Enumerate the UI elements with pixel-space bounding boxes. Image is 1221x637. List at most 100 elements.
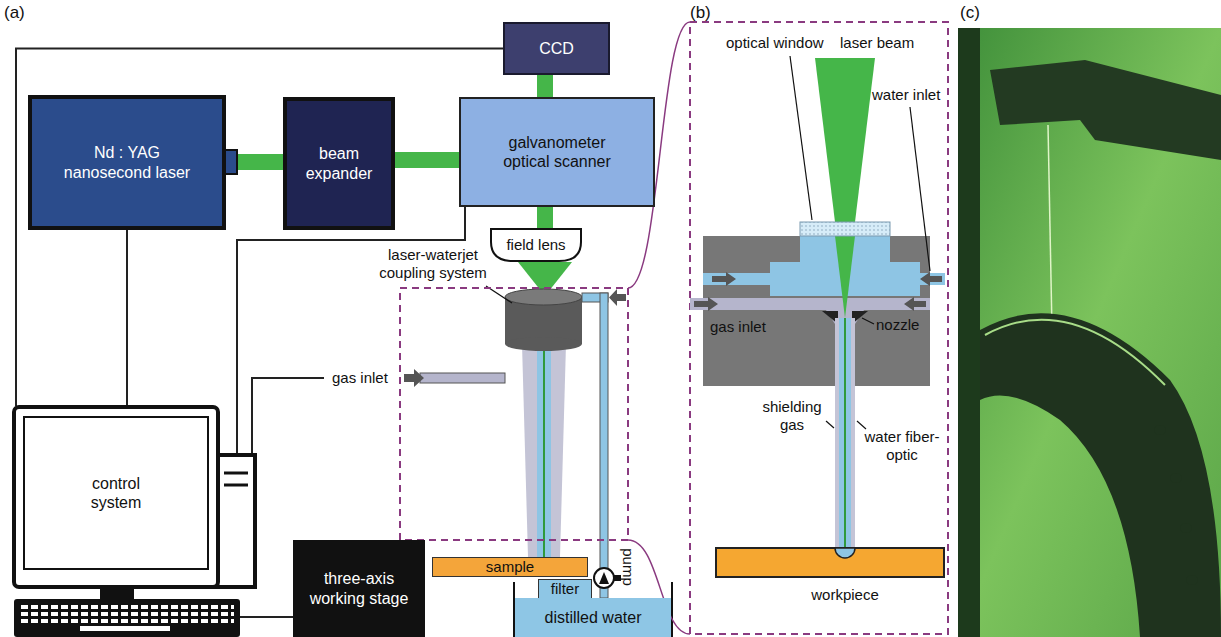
text-holder: control system [26, 419, 206, 567]
water-jet [537, 344, 551, 557]
water-jet [835, 318, 855, 548]
signal-wire [16, 49, 503, 407]
text-holder: distilled water [545, 608, 642, 627]
photo [958, 28, 980, 637]
photo [1048, 125, 1052, 330]
flow-arrow [712, 272, 736, 286]
photo [1170, 473, 1182, 483]
part-label: gas inlet [710, 318, 766, 336]
leader-line [857, 421, 866, 429]
photo [990, 60, 1221, 160]
text-holder: Nd : YAG nanosecond laser [59, 143, 195, 181]
water-tank: distilled water [515, 598, 671, 637]
panel-letter: (b) [690, 3, 711, 23]
part-label: shielding gas [760, 398, 824, 434]
water-jet [839, 318, 851, 548]
node-text: distilled water [545, 608, 642, 627]
text-holder: CCD [539, 39, 574, 58]
laser-cone [815, 58, 875, 222]
workpiece-bar [716, 548, 944, 577]
pump-symbol [599, 572, 609, 584]
computer-drawing [224, 484, 248, 487]
part-label: gas inlet [332, 369, 388, 387]
camera-box: CCD [503, 22, 610, 75]
flow-arrow [694, 297, 718, 311]
photo [985, 320, 1165, 385]
text-holder: three-axis working stage [304, 569, 414, 607]
leader-line [862, 318, 874, 324]
node-text: Nd : YAG nanosecond laser [59, 143, 195, 181]
signal-wire [240, 616, 293, 618]
part-label: nozzle [876, 316, 919, 334]
node-text: three-axis working stage [304, 569, 414, 607]
coupling-cylinder [505, 289, 582, 351]
node-text: beam expander [297, 144, 381, 182]
node-text: sample [486, 558, 534, 576]
text-holder: field lens [506, 236, 565, 254]
computer-drawing [100, 587, 134, 599]
water-jet [522, 344, 566, 557]
coupling-housing [703, 273, 770, 285]
coupling-housing [690, 236, 945, 386]
computer-drawing [14, 599, 240, 637]
photo [958, 28, 1221, 637]
optical-window [800, 222, 890, 236]
text-holder: sample [486, 558, 534, 576]
inner-beam [835, 236, 855, 318]
scanner-box: galvanometer optical scanner [459, 97, 655, 207]
flow-arrow [920, 272, 942, 286]
node-text: CCD [539, 39, 574, 58]
control-wire [252, 378, 324, 453]
gas-pipe [404, 369, 424, 387]
part-label: water fiber-optic [862, 428, 942, 464]
signal-wire [126, 230, 128, 406]
coupling-cylinder [505, 337, 582, 351]
photo [1180, 523, 1192, 533]
part-label: workpiece [795, 586, 895, 604]
node-text: control system [71, 474, 161, 512]
part-label: water inlet [872, 86, 940, 104]
photo [1154, 425, 1166, 435]
computer-drawing [20, 604, 234, 625]
panel-letter: (c) [960, 3, 980, 23]
water-jet [835, 318, 855, 548]
pump-symbol [594, 568, 621, 588]
filter-box: filter [538, 579, 592, 599]
laser-beam [395, 152, 459, 168]
laser-beam [537, 75, 553, 97]
node-text: filter [551, 580, 579, 598]
flow-arrow [694, 272, 942, 311]
laser-box: Nd : YAG nanosecond laser [28, 95, 226, 230]
stage-box: three-axis working stage [293, 540, 425, 637]
part-label: pump [619, 546, 637, 588]
photo [1186, 575, 1198, 585]
coupling-housing [703, 236, 930, 386]
computer-drawing [14, 407, 218, 587]
part-label: optical window [726, 34, 824, 52]
field-lens: field lens [489, 228, 583, 262]
coupling-housing [920, 273, 945, 285]
computer-drawing [24, 417, 208, 569]
lens-outline [491, 229, 581, 261]
signal-wire [237, 207, 465, 453]
pump-symbol [594, 568, 614, 588]
water-jet [543, 344, 545, 557]
water-pipe [600, 293, 608, 598]
computer-drawing [224, 472, 248, 475]
water-jet [844, 318, 846, 548]
node-text: galvanometer optical scanner [492, 133, 622, 171]
computer-drawing [80, 626, 170, 631]
water-jet [522, 344, 566, 557]
leader-line [790, 56, 930, 429]
laser-cone [815, 58, 875, 222]
workpiece-bar [716, 548, 944, 577]
laser-beam [537, 207, 553, 228]
container-wall [671, 582, 673, 637]
part-label: laser beam [840, 34, 914, 52]
zoom-frame [400, 22, 948, 634]
gas-pipe [404, 369, 505, 387]
photo [958, 28, 1221, 637]
part-label: laser-waterjet coupling system [372, 246, 494, 282]
photo [980, 313, 1221, 637]
optical-window [800, 222, 890, 236]
